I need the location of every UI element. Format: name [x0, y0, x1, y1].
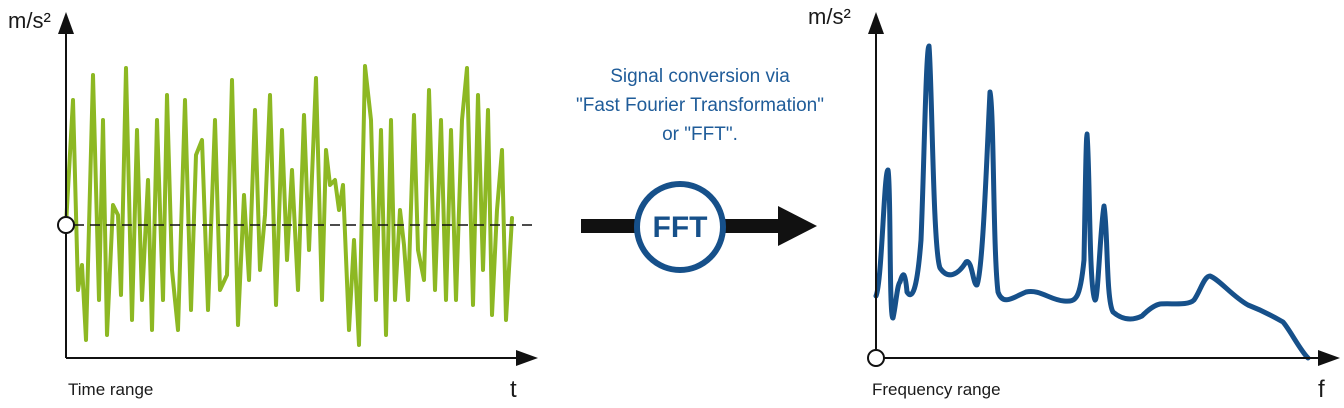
left-y-arrowhead: [58, 12, 74, 34]
fft-badge-circle: [634, 181, 726, 273]
conversion-text-line-1: Signal conversion via: [610, 66, 790, 87]
left-x-arrowhead: [516, 350, 538, 366]
right-y-axis-unit: m/s²: [808, 4, 851, 29]
conversion-text-line-3: or "FFT".: [662, 124, 738, 145]
left-origin-marker: [57, 216, 75, 234]
right-origin-marker: [867, 349, 885, 367]
left-x-axis-symbol: t: [510, 376, 517, 403]
right-x-arrowhead: [1318, 350, 1340, 366]
time-domain-signal: [64, 64, 514, 347]
conversion-text-line-2: "Fast Fourier Transformation": [576, 95, 824, 116]
frequency-range-caption: Frequency range: [872, 380, 1001, 399]
frequency-spectrum: [873, 43, 1311, 361]
right-y-arrowhead: [868, 12, 884, 34]
time-range-caption: Time range: [68, 380, 154, 399]
left-y-axis-unit: m/s²: [8, 8, 51, 33]
right-x-axis-symbol: f: [1318, 376, 1325, 403]
fft-arrowhead: [778, 206, 817, 246]
fft-badge-label: FFT: [652, 211, 708, 244]
